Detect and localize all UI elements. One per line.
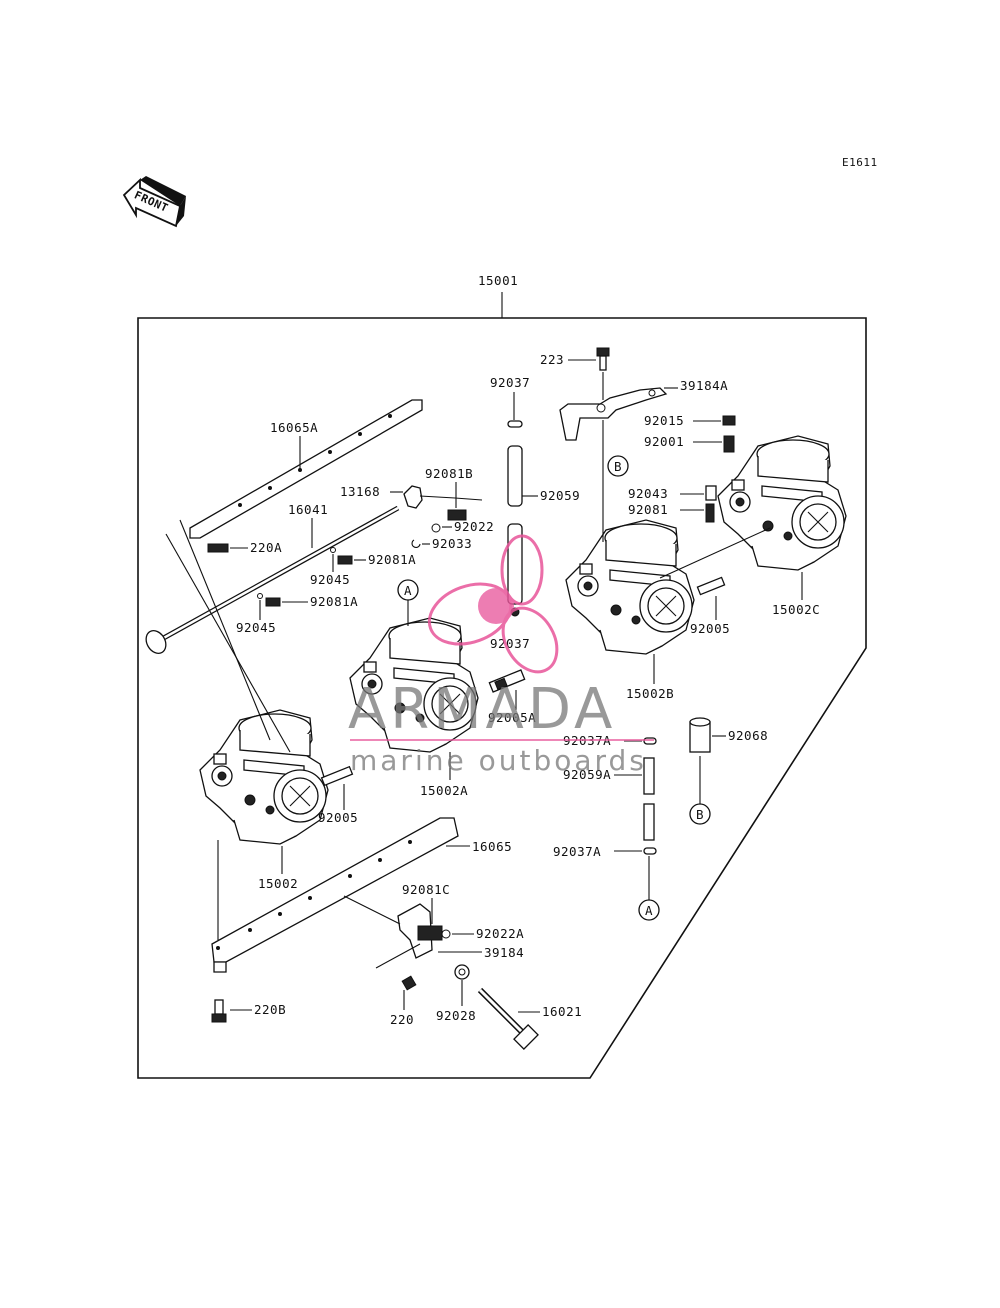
label-15002B: 15002B (626, 686, 674, 701)
label-92022: 92022 (454, 519, 494, 534)
label-13168: 13168 (340, 484, 380, 499)
assembly-frame (137, 317, 867, 1079)
connector-92005-left (320, 765, 354, 787)
carburetor-15002B (565, 519, 695, 655)
label-92005-right: 92005 (690, 621, 730, 636)
spring-92081C (417, 925, 443, 941)
callout-a-top-label: A (404, 583, 412, 598)
callout-b-top-label: B (614, 459, 622, 474)
label-92037-mid: 92037 (490, 636, 530, 651)
label-15002C: 15002C (772, 602, 820, 617)
label-92028: 92028 (436, 1008, 476, 1023)
throttle-bracket-39184A (559, 387, 668, 441)
screw-220A (207, 543, 229, 553)
spring-92081A-2 (265, 597, 281, 607)
spring-92081B (447, 509, 467, 521)
label-92059A: 92059A (563, 767, 611, 782)
label-92033: 92033 (432, 536, 472, 551)
label-220B: 220B (254, 1002, 286, 1017)
screw-16021 (477, 987, 539, 1050)
screw-220B (211, 1013, 227, 1023)
label-92068: 92068 (728, 728, 768, 743)
label-92081A-1: 92081A (368, 552, 416, 567)
bracket-39184 (397, 903, 433, 959)
label-92015: 92015 (644, 413, 684, 428)
watermark-tagline: marine outboards (350, 744, 647, 777)
callout-b-top (607, 455, 629, 477)
rail-16065A (189, 399, 423, 539)
shaft-92059 (507, 445, 523, 507)
callout-b-bottom (689, 803, 711, 825)
connector-92005-right (696, 576, 726, 596)
label-39184A: 39184A (680, 378, 728, 393)
watermark-logo (427, 534, 559, 674)
label-92037-top: 92037 (490, 375, 530, 390)
spring-92081 (705, 503, 715, 523)
callout-b-bottom-label: B (696, 807, 704, 822)
label-220A: 220A (250, 540, 282, 555)
assembly-label: 15001 (478, 273, 518, 288)
callout-a-bottom (638, 899, 660, 921)
label-92059: 92059 (540, 488, 580, 503)
cap-92043 (705, 485, 717, 501)
label-16021: 16021 (542, 1004, 582, 1019)
label-15002A: 15002A (420, 783, 468, 798)
label-16065: 16065 (472, 839, 512, 854)
lever-13168 (403, 485, 423, 509)
connector-92005A (488, 669, 526, 693)
label-92045-1: 92045 (310, 572, 350, 587)
rail-16065 (211, 817, 459, 973)
label-15002: 15002 (258, 876, 298, 891)
spring-92081A-1 (337, 555, 353, 565)
nut-92015 (722, 415, 736, 426)
screw-220 (401, 975, 417, 991)
watermark-brand: ARMADA (348, 677, 616, 742)
label-92081: 92081 (628, 502, 668, 517)
label-92081B: 92081B (425, 466, 473, 481)
label-220: 220 (390, 1012, 414, 1027)
label-39184: 39184 (484, 945, 524, 960)
label-16065A: 16065A (270, 420, 318, 435)
label-92043: 92043 (628, 486, 668, 501)
label-92005A: 92005A (488, 710, 536, 725)
label-92001: 92001 (644, 434, 684, 449)
front-arrow-icon: FRONT (122, 176, 186, 228)
label-92045-2: 92045 (236, 620, 276, 635)
spring-92001 (723, 435, 735, 453)
diagram-code: E1611 (842, 156, 878, 169)
carburetor-15002C (717, 435, 847, 571)
screw-223 (596, 347, 610, 371)
label-223: 223 (540, 352, 564, 367)
shaft-92059A (643, 757, 655, 795)
label-92022A: 92022A (476, 926, 524, 941)
callout-a-bottom-label: A (645, 903, 653, 918)
label-92005-left: 92005 (318, 810, 358, 825)
label-92037A-2: 92037A (553, 844, 601, 859)
label-16041: 16041 (288, 502, 328, 517)
label-92081C: 92081C (402, 882, 450, 897)
label-92081A-2: 92081A (310, 594, 358, 609)
carburetor-15002 (199, 709, 329, 845)
shaft-16041 (145, 505, 400, 654)
